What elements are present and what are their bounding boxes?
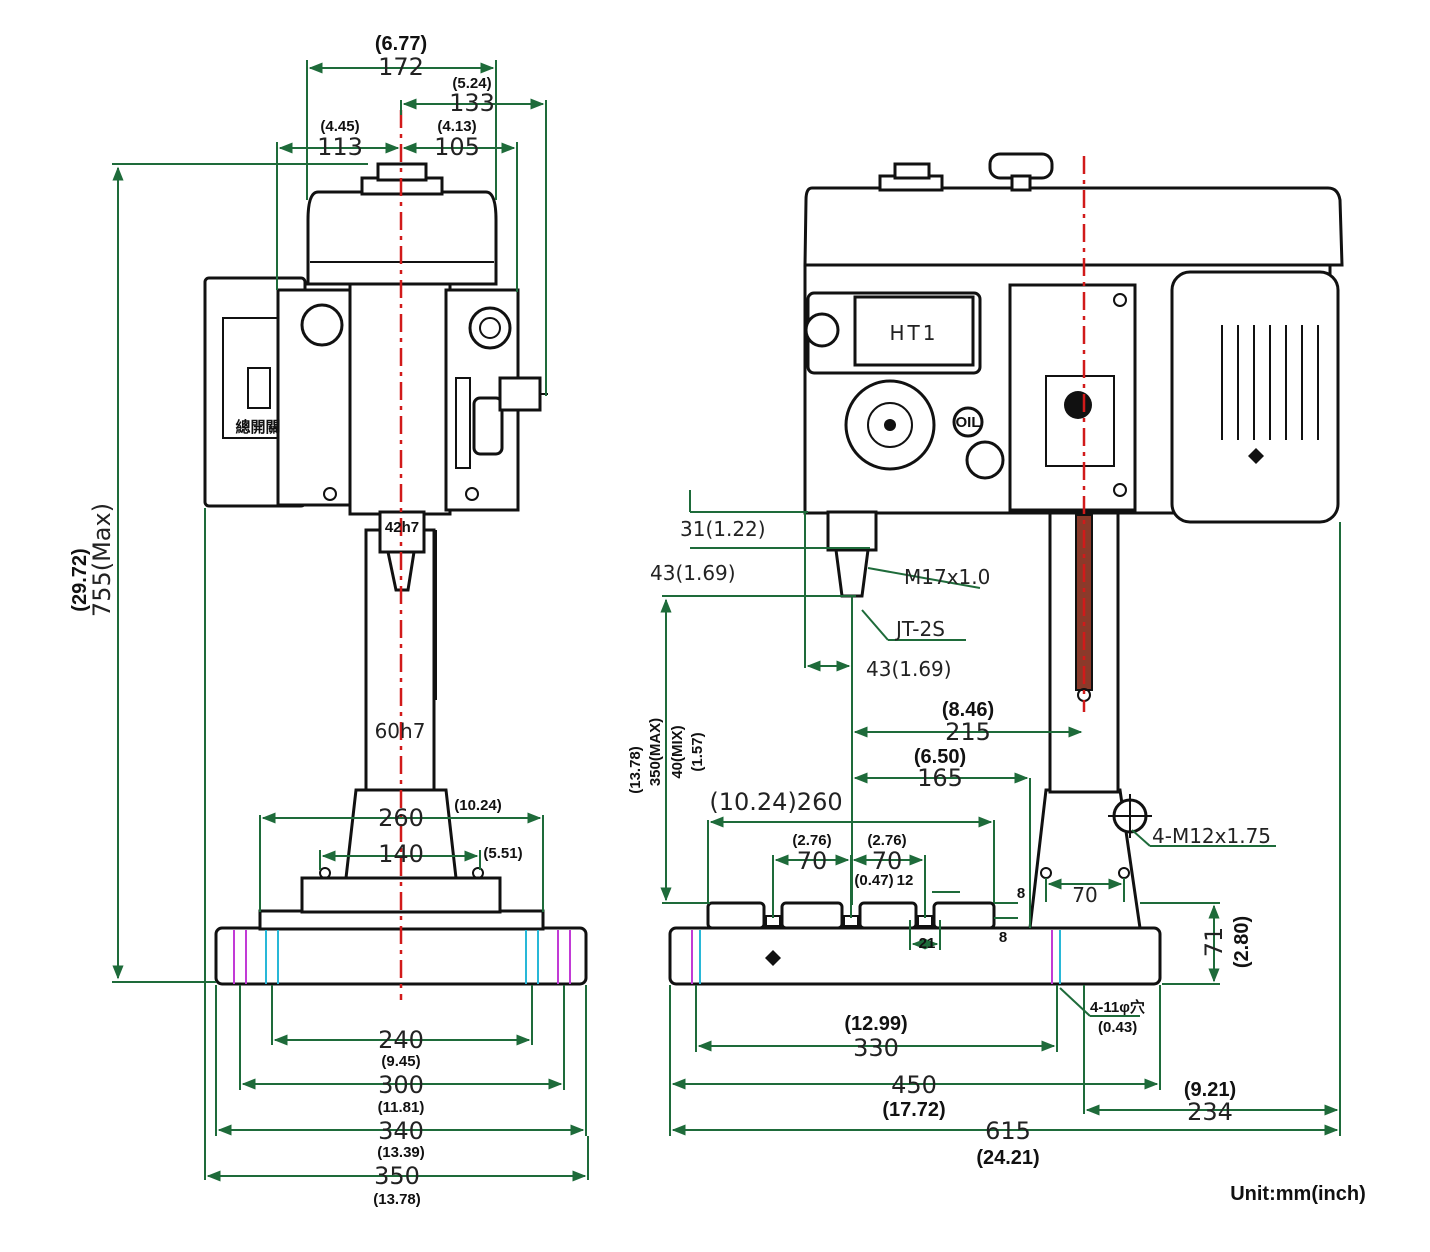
dim-615: 615 [985,1117,1031,1145]
dim-140: 140 [378,840,424,868]
dim-755: 755(Max) [88,503,116,617]
side-view [668,152,1344,986]
slot-8b: 8 [999,929,1007,946]
unit-label: Unit:mm(inch) [1230,1183,1366,1205]
column-label: 60h7 [375,719,426,743]
slot-12-inch: (0.47) [854,872,893,889]
slot-12: 12 [897,872,914,889]
slot-21: 21 [919,935,936,952]
dim-165-inch: (6.50) [914,746,966,768]
panel-label: HT1 [890,321,939,345]
dim-450-inch: (17.72) [882,1099,945,1121]
dim-330-inch: (12.99) [844,1013,907,1035]
dim-350-inch: (13.78) [373,1191,421,1208]
dim-140-inch: (5.51) [483,845,522,862]
front-knob-left [300,303,344,347]
spindle-label: 42h7 [385,519,419,536]
side-head-top [803,186,1344,267]
side-motor-fins [1221,325,1319,440]
slot-70a-inch: (2.76) [792,832,831,849]
dim-71-inch: (2.80) [1231,916,1253,968]
dim-240-inch: (9.45) [381,1053,420,1070]
side-view-labels: HT1 OIL 31(1.22) 43(1.69) M17x1.0 JT-2S … [627,321,1271,1169]
dim-300: 300 [378,1071,424,1099]
dim-350: 350 [374,1162,420,1190]
dim-172: 172 [378,53,424,81]
dim-755-inch: (29.72) [69,548,91,611]
side-gauge [965,440,1005,480]
dim-172-inch: (6.77) [375,33,427,55]
side-chuck [834,548,870,598]
dim-71: 71 [1200,927,1228,958]
dim-31: 31(1.22) [680,517,766,541]
dim-133: 133 [449,89,495,117]
dim-105: 105 [434,133,480,161]
side-view-dimensions [660,490,1341,1136]
dim-450: 450 [891,1071,937,1099]
switch-label: 總開關 [235,418,280,436]
slot-8a: 8 [1017,885,1025,902]
thread-label: M17x1.0 [904,565,990,589]
dim-330: 330 [853,1034,899,1062]
dim-615-inch: (24.21) [976,1147,1039,1169]
side-base-holes [691,930,1061,984]
side-knob [988,152,1054,180]
side-base [668,926,1162,986]
oil-label: OIL [956,414,981,431]
dim-260: 260 [378,804,424,832]
dim-240: 240 [378,1026,424,1054]
front-view [203,110,588,1000]
dim-215: 215 [945,718,991,746]
dim-133-inch: (5.24) [452,75,491,92]
dim-340-inch: (13.39) [377,1144,425,1161]
slot-70b-inch: (2.76) [867,832,906,849]
side-spindle [826,510,878,552]
front-feed-handle [472,396,504,456]
dim-113-inch: (4.45) [320,118,359,135]
dim-350-inch: (13.78) [627,746,644,794]
slot-70a: 70 [797,847,828,875]
dim-340: 340 [378,1117,424,1145]
dim-43-vertical: 43(1.69) [650,561,736,585]
dim-105-inch: (4.13) [437,118,476,135]
side-oil-cap [952,406,984,438]
taper-label: JT-2S [894,617,945,641]
slot-bolt-label: 4-M12x1.75 [1152,824,1271,848]
dim-40: 40(MIX) [669,725,686,778]
slot-70b: 70 [872,847,903,875]
dim-260: (10.24)260 [709,788,842,816]
side-tslot-table [706,901,996,930]
front-view-dimensions [112,60,589,1182]
dim-43-horizontal: 43(1.69) [866,657,952,681]
dim-300-inch: (11.81) [378,1099,425,1116]
dim-350: 350(MAX) [647,718,664,786]
dim-234: 234 [1187,1098,1233,1126]
front-chuck [386,550,416,592]
hole-label: 4-11φ穴 [1090,998,1145,1016]
dim-165: 165 [917,764,963,792]
dim-113: 113 [317,133,363,161]
dim-260-inch: (10.24) [454,797,502,814]
front-knob-right [468,306,512,350]
dim-234-inch: (9.21) [1184,1079,1236,1101]
dim-40-inch: (1.57) [689,732,706,771]
front-view-labels: (6.77) 172 (5.24) 133 (4.45) 113 (4.13) … [69,33,523,1208]
hole-label-inch: (0.43) [1098,1019,1137,1036]
dim-215-inch: (8.46) [942,699,994,721]
dim-70: 70 [1072,883,1097,907]
front-base-holes [233,930,571,984]
